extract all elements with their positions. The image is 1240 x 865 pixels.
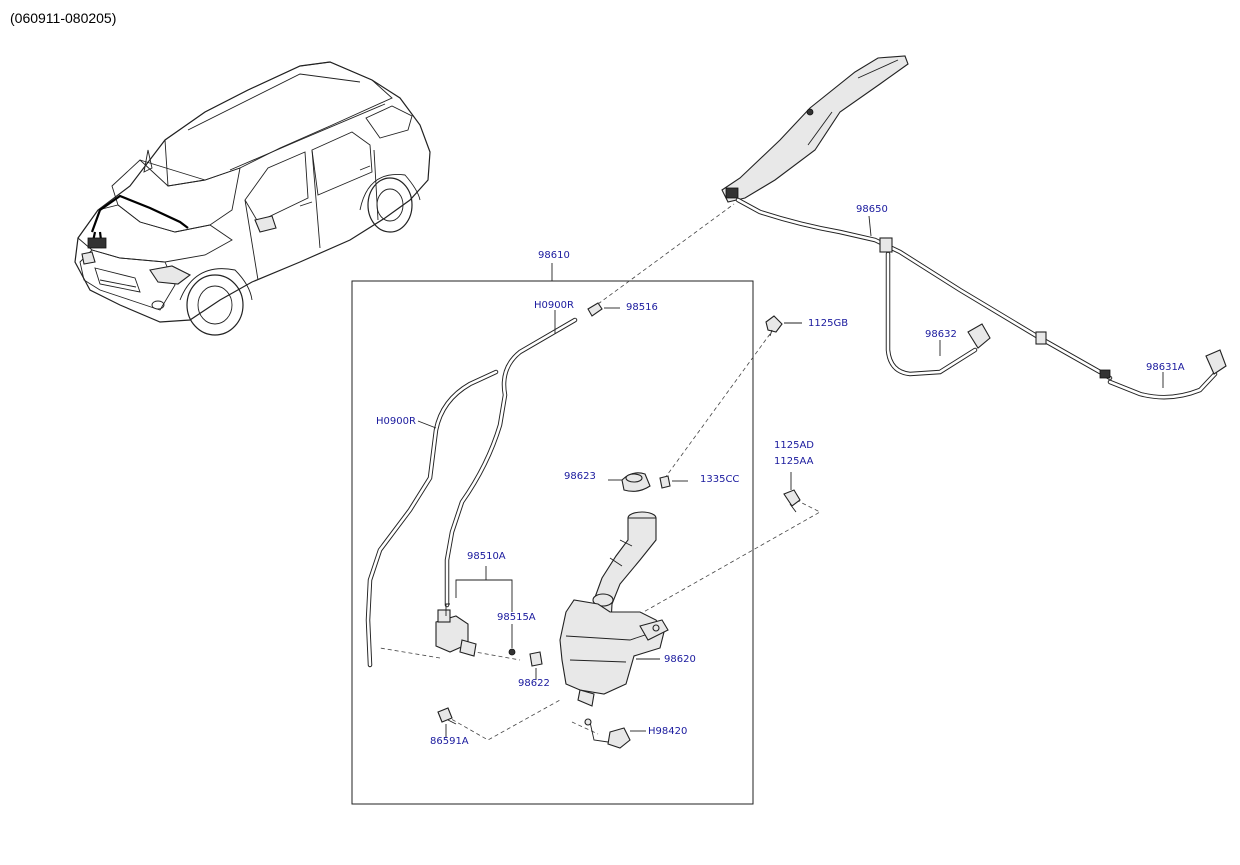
label-1125aa: 1125AA [774, 456, 814, 467]
label-1125gb: 1125GB [808, 318, 848, 329]
pump-98510a [435, 566, 513, 657]
diagram-code: (060911-080205) [10, 10, 117, 26]
label-98623: 98623 [564, 471, 596, 482]
hose-98632 [885, 251, 991, 377]
label-98515a: 98515A [497, 612, 536, 623]
label-h0900r-left: H0900R [376, 416, 416, 427]
label-86591a: 86591A [430, 736, 469, 747]
rear-hose-98650 [721, 55, 1113, 381]
label-h98420: H98420 [648, 726, 687, 737]
nozzle-98631a [1107, 349, 1227, 400]
label-h0900r-top: H0900R [534, 300, 574, 311]
hose-h0900r-top [444, 317, 578, 608]
vehicle-illustration [74, 61, 431, 336]
label-98516: 98516 [626, 302, 658, 313]
sensor-h98420 [584, 718, 646, 749]
label-98631a: 98631A [1146, 362, 1185, 373]
grommet-98515a [508, 624, 516, 656]
grommet-98622 [529, 651, 543, 680]
bolt-1125ad [783, 472, 801, 513]
cap-98623 [608, 472, 651, 492]
bolt-86591a [437, 707, 457, 738]
reservoir-98620 [559, 511, 669, 707]
label-98610: 98610 [538, 250, 570, 261]
bolt-1125gb [765, 315, 802, 337]
label-98650: 98650 [856, 204, 888, 215]
label-1125ad: 1125AD [774, 440, 814, 451]
label-98622: 98622 [518, 678, 550, 689]
label-1335cc: 1335CC [700, 474, 739, 485]
connector-98516 [587, 302, 620, 317]
hose-h0900r-left [365, 369, 499, 668]
label-98632: 98632 [925, 329, 957, 340]
label-98620: 98620 [664, 654, 696, 665]
grommet-1335cc [659, 475, 688, 489]
assembly-frame [351, 280, 754, 805]
label-98510a: 98510A [467, 551, 506, 562]
